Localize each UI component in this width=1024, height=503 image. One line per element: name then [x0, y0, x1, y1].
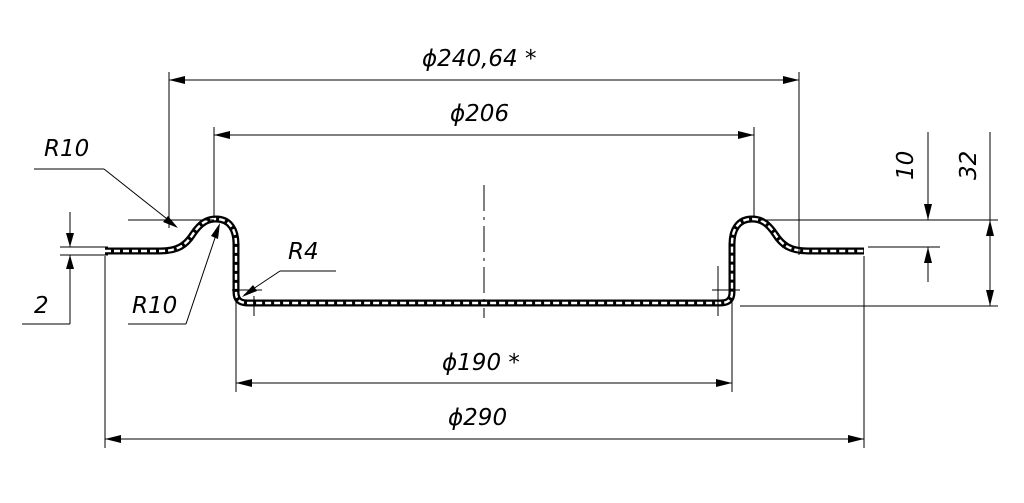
label-h-flange: 10 — [893, 151, 919, 180]
label-thickness: 2 — [34, 293, 49, 319]
label-d-bottom: ϕ190 * — [442, 350, 520, 376]
label-d-outer: ϕ290 — [448, 405, 507, 431]
dim-h-flange: 10 — [893, 132, 932, 282]
label-d-bead: ϕ206 — [450, 101, 509, 127]
label-r-corner: R4 — [288, 239, 319, 265]
label-d-flange-mid: ϕ240,64 * — [422, 46, 536, 72]
leader-r-top: R10 — [34, 136, 178, 228]
dim-flange-mid: ϕ240,64 * — [169, 46, 799, 84]
dim-h-total: 32 — [956, 132, 994, 306]
dim-thickness: 2 — [22, 212, 74, 325]
label-r-top: R10 — [44, 136, 89, 162]
part-section-hatch — [105, 217, 864, 305]
label-r-bottom: R10 — [132, 293, 177, 319]
label-h-total: 32 — [956, 151, 982, 180]
leader-r-bottom: R10 — [128, 223, 220, 325]
leader-r-corner: R4 — [242, 239, 336, 297]
dim-bead: ϕ206 — [214, 101, 754, 139]
dim-bottom: ϕ190 * — [236, 350, 732, 387]
part-profile — [105, 215, 864, 307]
dim-outer: ϕ290 — [105, 405, 864, 443]
extension-lines — [60, 72, 998, 448]
